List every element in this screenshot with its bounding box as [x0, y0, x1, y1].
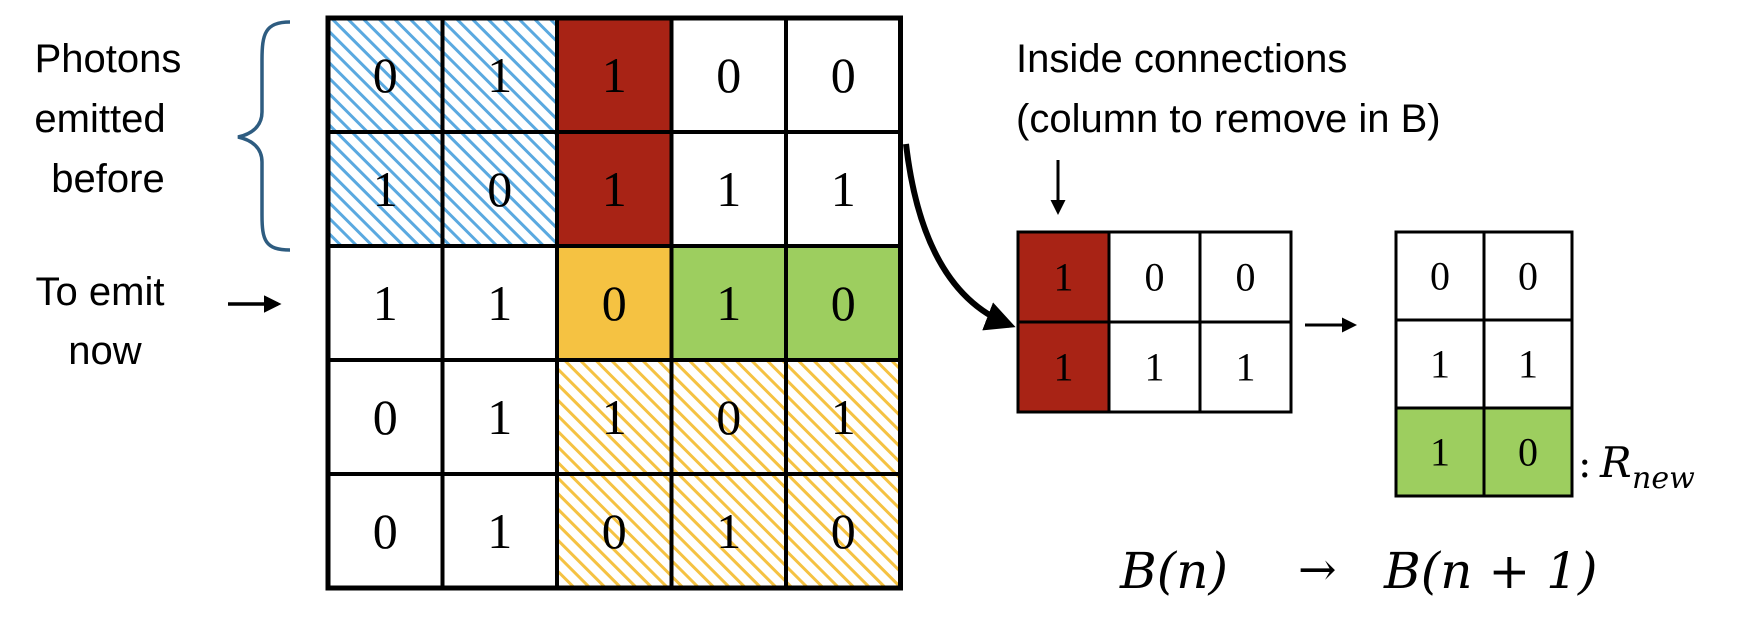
r-new-subscript: new	[1632, 461, 1695, 496]
inside-matrix-cell-value: 1	[1054, 255, 1074, 300]
inside-matrix-cell-value: 1	[1054, 345, 1074, 390]
curly-brace	[237, 20, 291, 252]
inside-connections-label: Inside connections (column to remove in …	[1016, 37, 1441, 141]
main-matrix-cell-value: 1	[373, 275, 398, 331]
inside-matrix-cell-r0c2	[1198, 230, 1293, 324]
main-matrix-cell-value: 1	[831, 389, 856, 445]
main-matrix-cell-value: 0	[716, 47, 741, 103]
inside-matrix-cell-value: 0	[1236, 255, 1256, 300]
photons-emitted-before-label: Photons emitted before	[34, 37, 181, 201]
main-matrix-cell-value: 1	[716, 503, 741, 559]
inside-matrix-outline	[1016, 230, 1293, 414]
main-matrix-cell-r2c3	[669, 244, 788, 362]
result-matrix-cell-value: 1	[1430, 430, 1450, 475]
main-matrix-cell-value: 1	[602, 161, 627, 217]
photons-label-line1: Photons	[35, 37, 182, 81]
main-matrix-cell-value: 0	[602, 275, 627, 331]
r-new-colon: :	[1578, 441, 1591, 487]
r-new-label: : R new	[1578, 438, 1695, 496]
inside-matrix-cell-r1c0	[1016, 320, 1111, 414]
photons-label-line2: emitted	[34, 97, 165, 141]
main-matrix-cell-r2c2	[555, 244, 674, 362]
b-n-plus-1-label: B(n + 1)	[1383, 542, 1597, 600]
inside-matrix-cell-value: 1	[1145, 345, 1165, 390]
b-transition-arrow: →	[1298, 542, 1337, 596]
inside-matrix-cell-value: 1	[1236, 345, 1256, 390]
result-matrix: 0 0 1 1 1 0	[1394, 230, 1574, 498]
to-emit-now-label: To emit now	[36, 270, 165, 373]
main-matrix-cell-value: 1	[602, 389, 627, 445]
main-matrix-cell-r0c1	[440, 16, 559, 134]
inside-label-line2: (column to remove in B)	[1016, 97, 1441, 141]
result-matrix-cell-value: 0	[1518, 254, 1538, 299]
main-matrix-cell-value: 1	[831, 161, 856, 217]
inside-connections-matrix: 1 0 0 1 1 1	[1016, 230, 1293, 414]
main-matrix-cell-value: 1	[487, 389, 512, 445]
result-matrix-cell-value: 0	[1430, 254, 1450, 299]
main-matrix-cell-value: 0	[831, 503, 856, 559]
main-matrix-cell-value: 1	[487, 47, 512, 103]
main-matrix-cell-value: 0	[373, 503, 398, 559]
main-matrix-cell-value: 0	[373, 47, 398, 103]
result-matrix-cell-value: 0	[1518, 430, 1538, 475]
main-matrix-cell-r2c4	[784, 244, 903, 362]
photons-label-line3: before	[51, 157, 164, 201]
result-matrix-cell-value: 1	[1518, 342, 1538, 387]
main-matrix-cell-value: 1	[487, 503, 512, 559]
main-matrix-cell-value: 0	[487, 161, 512, 217]
main-matrix-cell-value: 0	[373, 389, 398, 445]
main-matrix-cell-value: 1	[602, 47, 627, 103]
main-matrix-cell-value: 0	[602, 503, 627, 559]
main-matrix-cell-value: 1	[716, 275, 741, 331]
main-matrix: 0 1 1 0 0 1 0 1 1 1 1 1 0 1 0 0 1 1 0 1 0 1 0 1 0	[325, 15, 903, 591]
main-matrix-cell-r2c0	[326, 244, 445, 362]
main-matrix-cell-r3c3	[669, 358, 788, 476]
main-matrix-cell-value: 1	[487, 275, 512, 331]
inside-label-line1: Inside connections	[1016, 37, 1347, 81]
main-matrix-cell-r3c2	[555, 358, 674, 476]
main-matrix-outline	[325, 15, 903, 591]
b-transition-label: B(n) → B(n + 1)	[1119, 542, 1597, 600]
result-matrix-cell-r1c0	[1394, 318, 1486, 410]
main-matrix-cell-r1c4	[784, 130, 903, 248]
emit-label-line2: now	[68, 329, 141, 373]
emit-label-line1: To emit	[36, 270, 165, 314]
result-matrix-outline	[1394, 230, 1574, 498]
main-matrix-cell-value: 0	[831, 275, 856, 331]
main-matrix-cell-r4c3	[669, 472, 788, 590]
r-new-symbol: R	[1599, 438, 1632, 487]
main-matrix-cell-value: 1	[373, 161, 398, 217]
main-matrix-cell-value: 0	[831, 47, 856, 103]
curved-arrow	[903, 143, 1016, 331]
inside-matrix-cell-value: 0	[1145, 255, 1165, 300]
main-matrix-cell-value: 0	[716, 389, 741, 445]
main-matrix-cell-value: 1	[716, 161, 741, 217]
main-matrix-cell-r1c3	[669, 130, 788, 248]
b-n-label: B(n)	[1119, 542, 1228, 600]
result-matrix-cell-value: 1	[1430, 342, 1450, 387]
